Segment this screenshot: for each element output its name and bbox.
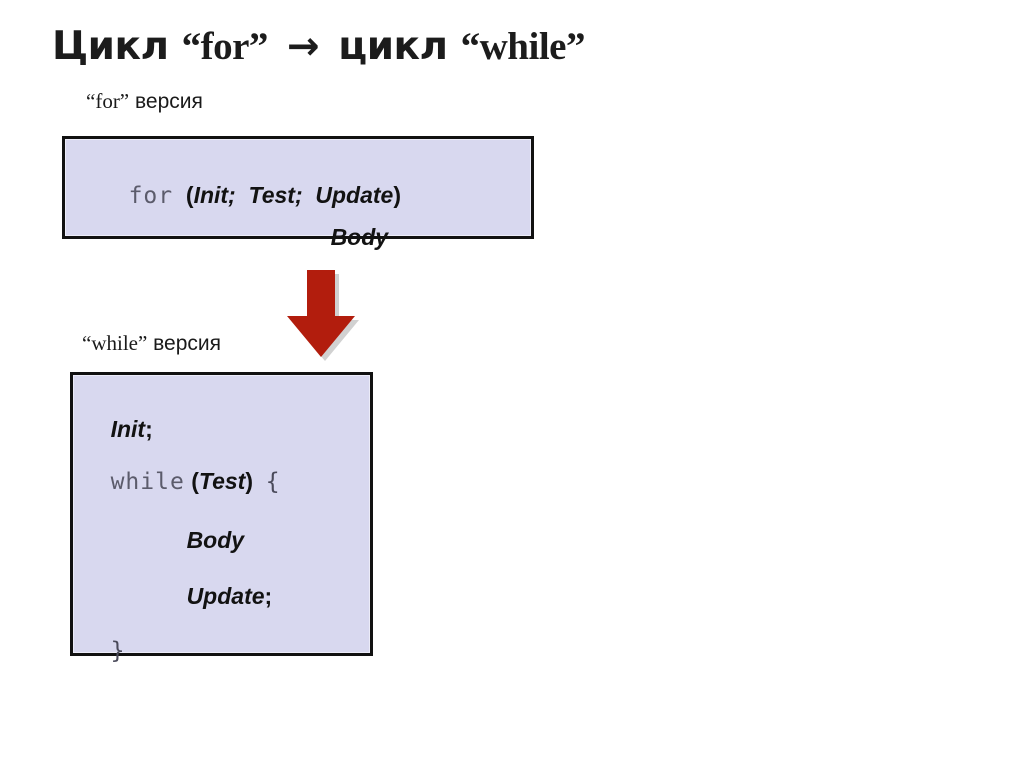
paren-open: ( bbox=[191, 468, 199, 494]
placeholder-init: Init; bbox=[193, 182, 236, 208]
title-word-loop-1: Цикл bbox=[52, 24, 169, 69]
code-line-for-header: for (Init; Test; Update) bbox=[103, 161, 401, 231]
placeholder-update: Update bbox=[315, 182, 394, 208]
semicolon: ; bbox=[264, 583, 273, 609]
code-line-while-init: Init; bbox=[85, 395, 153, 464]
semicolon: ; bbox=[145, 416, 153, 442]
placeholder-test: Test bbox=[198, 468, 246, 494]
page-title: Цикл “for” → цикл “while” bbox=[52, 24, 585, 69]
caption-for-quoted: “for” bbox=[86, 89, 130, 113]
code-line-while-close: } bbox=[85, 616, 125, 686]
placeholder-test: Test; bbox=[248, 182, 303, 208]
brace-open: { bbox=[265, 469, 280, 495]
placeholder-body: Body bbox=[330, 224, 389, 250]
code-line-while-update: Update; bbox=[161, 562, 273, 631]
caption-while-word: версия bbox=[153, 332, 222, 355]
caption-while-quoted: “while” bbox=[82, 331, 148, 355]
brace-close: } bbox=[110, 638, 125, 664]
code-box-while-version: Init; while (Test) { Body Update; } bbox=[70, 372, 373, 663]
paren-close: ) bbox=[393, 182, 402, 208]
keyword-for: for bbox=[128, 183, 174, 209]
code-line-for-body: Body bbox=[305, 203, 389, 272]
paren-open: ( bbox=[185, 182, 194, 208]
caption-for-word: версия bbox=[134, 90, 203, 113]
paren-close: ) bbox=[245, 468, 253, 494]
keyword-while: while bbox=[110, 469, 185, 495]
placeholder-update: Update bbox=[186, 583, 265, 609]
title-quoted-while: “while” bbox=[460, 25, 586, 68]
placeholder-init: Init bbox=[110, 416, 146, 442]
title-quoted-for: “for” bbox=[181, 25, 269, 68]
caption-for-version: “for” версия bbox=[86, 89, 203, 114]
code-line-while-header: while (Test) { bbox=[85, 447, 280, 517]
title-word-loop-2: цикл bbox=[338, 24, 448, 69]
placeholder-body: Body bbox=[186, 527, 245, 553]
down-arrow-icon bbox=[283, 266, 359, 361]
code-line-while-body: Body bbox=[161, 506, 245, 575]
caption-while-version: “while” версия bbox=[82, 331, 221, 356]
code-box-for-version: for (Init; Test; Update) Body bbox=[62, 136, 534, 249]
right-arrow-icon: → bbox=[287, 24, 320, 69]
